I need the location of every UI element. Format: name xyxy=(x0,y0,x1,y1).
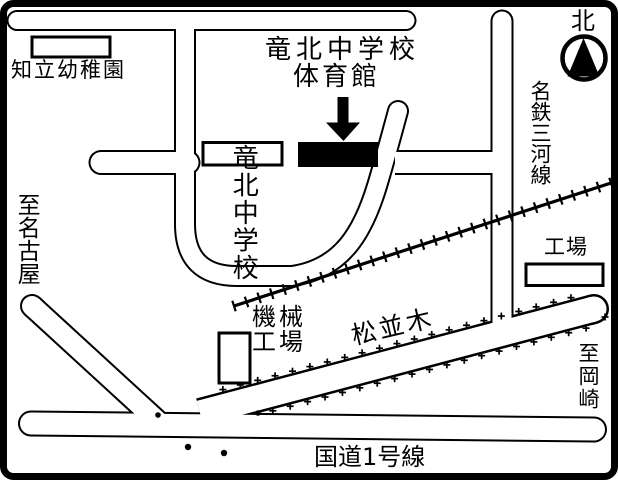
railway-tie xyxy=(407,243,413,255)
railway-tie xyxy=(243,296,250,308)
machine-factory-label-line2: 工場 xyxy=(252,328,306,357)
arrow-shaft xyxy=(337,97,349,123)
railway-tie xyxy=(532,202,539,214)
railway-tie xyxy=(256,292,262,304)
railway-tie xyxy=(482,218,489,230)
railway-tie xyxy=(268,288,275,300)
railway-tie xyxy=(294,279,300,292)
to-okazaki-label: 至岡崎 xyxy=(576,342,601,411)
destination-title-line1: 竜北中学校 xyxy=(265,35,421,65)
road-school-loop xyxy=(176,13,407,285)
railway-tie xyxy=(507,210,514,222)
school-building xyxy=(201,141,284,167)
road-pine-row-endcap xyxy=(577,296,607,323)
railway-tie xyxy=(344,263,350,275)
junction-dots xyxy=(155,410,261,457)
north-arrow-icon xyxy=(567,38,600,77)
railway-tie xyxy=(382,251,388,263)
railway-track xyxy=(231,177,614,312)
arrow-head-icon xyxy=(326,122,360,141)
roadside-dot xyxy=(155,412,161,418)
railway-line-label: 名鉄三河線 xyxy=(528,80,553,185)
railway-tie xyxy=(394,247,401,259)
road-surfaces xyxy=(8,11,607,441)
roadside-dot xyxy=(184,443,192,451)
factory-building xyxy=(524,262,605,287)
kindergarten-building xyxy=(30,35,112,59)
railway-tie xyxy=(583,185,589,197)
destination-title-line2: 体育館 xyxy=(293,62,381,92)
road-to-nagoya xyxy=(25,298,172,436)
railway-tie xyxy=(595,181,602,193)
buildings xyxy=(30,35,605,385)
railway-tie xyxy=(495,214,501,226)
road-pine-row xyxy=(196,296,598,426)
railway-tie xyxy=(545,197,551,210)
railway-tie xyxy=(520,206,526,218)
route1-label: 国道1号線 xyxy=(314,443,426,471)
railway-tie xyxy=(444,230,451,242)
destination-arrow xyxy=(326,97,360,141)
road-route1 xyxy=(20,412,605,441)
railway-tie xyxy=(570,189,577,201)
roadside-dot xyxy=(220,449,228,457)
railway-tie xyxy=(419,238,426,251)
railway-tie xyxy=(432,234,438,246)
railway-tie xyxy=(557,193,564,205)
school-label: 竜北中学校 xyxy=(228,144,259,282)
gymnasium-building xyxy=(298,142,378,167)
railway-tie xyxy=(306,275,313,287)
compass xyxy=(560,34,608,82)
roadside-dot xyxy=(255,410,261,416)
railway-tie xyxy=(470,222,476,234)
railway-tie xyxy=(356,259,363,271)
railway-tie xyxy=(369,255,375,267)
pine-tree-marks xyxy=(219,294,609,415)
machine-factory-building xyxy=(217,331,252,385)
factory-label: 工場 xyxy=(544,235,588,259)
railway-tie xyxy=(231,300,237,312)
machine-factory-label: 機械 工場 xyxy=(252,303,306,357)
railway-tie xyxy=(281,284,288,296)
machine-factory-label-line1: 機械 xyxy=(252,303,306,331)
kindergarten-label: 知立幼稚園 xyxy=(11,58,126,82)
north-label: 北 xyxy=(571,7,595,35)
railway-tie xyxy=(331,267,338,279)
railway-tie xyxy=(319,271,325,283)
to-nagoya-label: 至名古屋 xyxy=(13,193,40,285)
road-to-nagoya-endcap xyxy=(22,296,46,320)
railway-tie xyxy=(457,226,463,238)
